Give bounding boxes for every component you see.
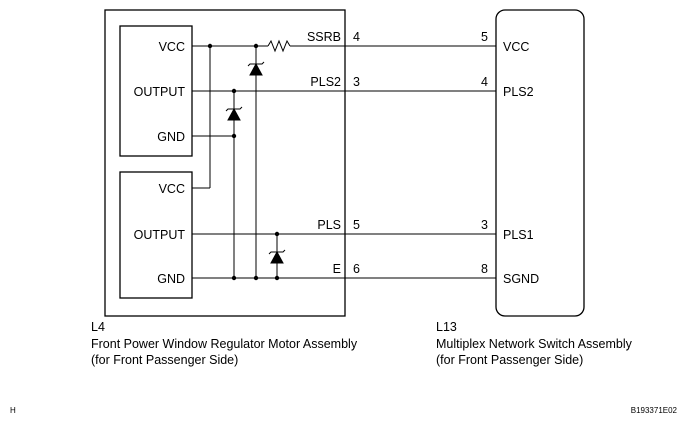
l4-pin-4: 4 xyxy=(353,30,360,44)
junction-dot xyxy=(274,275,280,281)
l13-pin-5: 5 xyxy=(481,30,488,44)
footer-mark: H xyxy=(10,406,16,415)
upper-vcc-label: VCC xyxy=(159,40,185,54)
l4-name: Front Power Window Regulator Motor Assem… xyxy=(91,337,358,351)
resistor xyxy=(267,39,291,53)
l13-vcc-label: VCC xyxy=(503,40,529,54)
zener-diode-3-icon xyxy=(270,250,284,264)
junction-dot xyxy=(274,231,280,237)
zener-diode-1-bar xyxy=(247,61,265,67)
junction-dot xyxy=(231,275,237,281)
l4-code: L4 xyxy=(91,320,105,334)
signal-e-label: E xyxy=(333,262,341,276)
l13-code: L13 xyxy=(436,320,457,334)
junction-dot xyxy=(253,43,259,49)
l4-pin-5: 5 xyxy=(353,218,360,232)
image-code: B193371E02 xyxy=(631,406,678,415)
l13-pin-4: 4 xyxy=(481,75,488,89)
junction-dot xyxy=(207,43,213,49)
l13-name: Multiplex Network Switch Assembly xyxy=(436,337,633,351)
l4-note: (for Front Passenger Side) xyxy=(91,353,238,367)
l4-pin-3: 3 xyxy=(353,75,360,89)
l13-pls2-label: PLS2 xyxy=(503,85,534,99)
zener-diode-2-icon xyxy=(227,107,241,121)
l13-assembly-box xyxy=(495,9,585,317)
lower-output-label: OUTPUT xyxy=(134,228,186,242)
l4-assembly-box xyxy=(104,9,346,317)
zener-diode-3-bar xyxy=(268,249,286,255)
lower-sensor-block xyxy=(119,171,193,299)
zener-diode-1-icon xyxy=(249,62,263,76)
l13-note: (for Front Passenger Side) xyxy=(436,353,583,367)
l13-sgnd-label: SGND xyxy=(503,272,539,286)
l4-pin-6: 6 xyxy=(353,262,360,276)
signal-pls2-label: PLS2 xyxy=(310,75,341,89)
l13-pls1-label: PLS1 xyxy=(503,228,534,242)
signal-pls-label: PLS xyxy=(317,218,341,232)
junction-dot xyxy=(253,275,259,281)
junction-dot xyxy=(231,88,237,94)
junction-dot xyxy=(231,133,237,139)
signal-ssrb-label: SSRB xyxy=(307,30,341,44)
l13-pin-8: 8 xyxy=(481,262,488,276)
upper-gnd-label: GND xyxy=(157,130,185,144)
zener-diode-2-bar xyxy=(225,106,243,112)
lower-gnd-label: GND xyxy=(157,272,185,286)
lower-vcc-label: VCC xyxy=(159,182,185,196)
upper-output-label: OUTPUT xyxy=(134,85,186,99)
l13-pin-3: 3 xyxy=(481,218,488,232)
